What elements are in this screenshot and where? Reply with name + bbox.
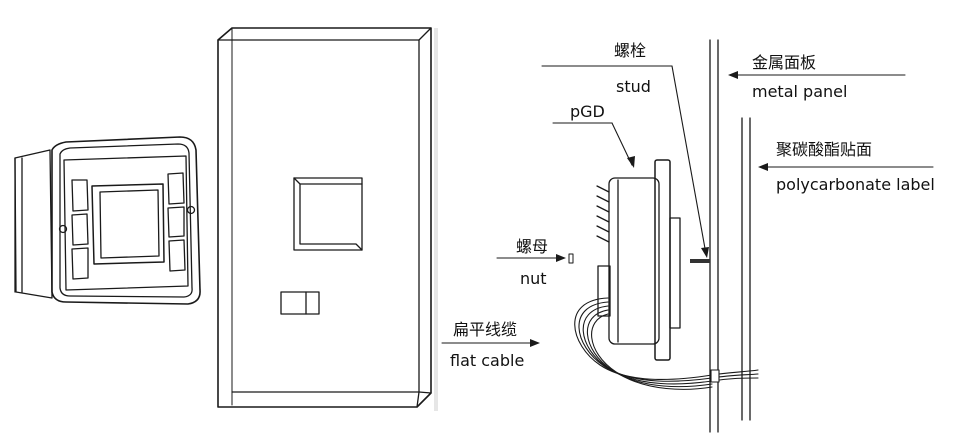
polycarbonate-label-en: polycarbonate label	[776, 175, 935, 194]
arrowheads	[530, 71, 768, 347]
front-panel-cover	[217, 27, 432, 408]
flat-cable-label-cn: 扁平线缆	[453, 320, 518, 339]
flat-cable-label-en: flat cable	[450, 351, 525, 370]
nut-icon	[568, 253, 574, 264]
nut-label-en: nut	[520, 269, 547, 288]
metal-panel-label-en: metal panel	[752, 82, 848, 101]
pgd-label: pGD	[570, 102, 605, 121]
nut-label-cn: 螺母	[516, 237, 549, 256]
pgd-device-front	[14, 136, 201, 305]
leaders	[441, 65, 934, 344]
panel-edge-shade	[434, 28, 438, 411]
stud-label-cn: 螺栓	[614, 41, 647, 60]
pgd-device-side	[596, 159, 681, 361]
stud	[690, 259, 710, 263]
stud-label-en: stud	[616, 77, 651, 96]
polycarbonate-label-cn: 聚碳酸酯贴面	[776, 140, 873, 159]
metal-panel	[709, 39, 719, 433]
flat-cable	[574, 297, 759, 390]
polycarbonate-label-layer	[741, 117, 751, 421]
metal-panel-label-cn: 金属面板	[752, 53, 817, 72]
